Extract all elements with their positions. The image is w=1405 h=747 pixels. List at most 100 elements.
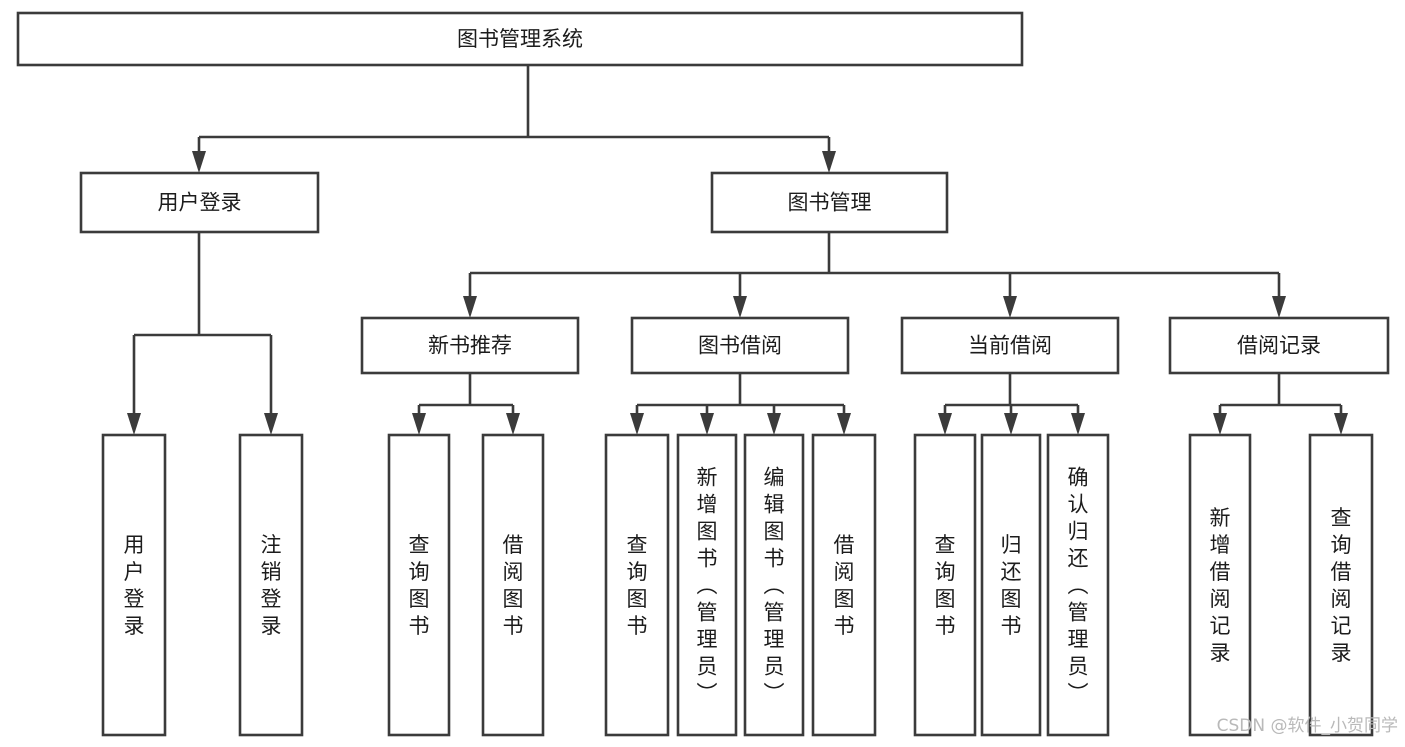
node-label-char: ︶ xyxy=(697,682,718,706)
tree-node-level3[interactable]: 新书推荐 xyxy=(360,316,580,375)
node-label-char: 书 xyxy=(834,614,855,638)
node-label-char: 询 xyxy=(1331,533,1352,557)
node-label-char: 借 xyxy=(834,533,855,557)
node-label-char: 理 xyxy=(697,628,718,652)
node-label-char: 借 xyxy=(1210,560,1231,584)
node-label-char: 还 xyxy=(1001,560,1022,584)
tree-node-level2[interactable]: 图书管理 xyxy=(710,171,949,234)
tree-node-level3[interactable]: 借阅记录 xyxy=(1168,316,1390,375)
node-box[interactable] xyxy=(1046,433,1110,737)
node-label-char: 销 xyxy=(261,560,282,584)
node-box[interactable] xyxy=(811,433,877,737)
node-box[interactable] xyxy=(1308,433,1374,737)
node-label-char: 注 xyxy=(261,533,282,557)
connector-group xyxy=(463,232,1286,318)
connector-group xyxy=(630,373,851,435)
node-label-char: 归 xyxy=(1001,533,1022,557)
node-label-char: 图 xyxy=(834,587,855,611)
node-label-char: ︵ xyxy=(1068,574,1089,598)
connector-group xyxy=(192,65,836,173)
node-label-char: 编 xyxy=(764,466,785,490)
node-box[interactable] xyxy=(710,171,949,234)
node-label-char: 管 xyxy=(1068,601,1089,625)
node-label-char: 阅 xyxy=(1210,587,1231,611)
node-label-char: 书 xyxy=(1001,614,1022,638)
node-label-char: 查 xyxy=(1331,506,1352,530)
node-label-char: 阅 xyxy=(503,560,524,584)
node-label-char: 图 xyxy=(935,587,956,611)
node-label-char: 询 xyxy=(935,560,956,584)
tree-node-level2[interactable]: 用户登录 xyxy=(79,171,320,234)
node-label-char: 登 xyxy=(124,587,145,611)
tree-node-root[interactable]: 图书管理系统 xyxy=(16,11,1024,67)
arrow-head-icon xyxy=(630,413,644,435)
arrow-head-icon xyxy=(127,413,141,435)
node-box[interactable] xyxy=(1168,316,1390,375)
node-label: 用户登录 xyxy=(158,191,242,215)
node-box[interactable] xyxy=(360,316,580,375)
node-box[interactable] xyxy=(1188,433,1252,737)
node-box[interactable] xyxy=(238,433,304,737)
arrow-head-icon xyxy=(1213,413,1227,435)
node-box[interactable] xyxy=(101,433,167,737)
node-label-char: 查 xyxy=(935,533,956,557)
node-label-char: 阅 xyxy=(1331,587,1352,611)
node-box[interactable] xyxy=(387,433,451,737)
node-box[interactable] xyxy=(980,433,1042,737)
node-box[interactable] xyxy=(604,433,670,737)
node-label-char: 图 xyxy=(1001,587,1022,611)
node-label-char: 还 xyxy=(1068,547,1089,571)
node-label-char: 增 xyxy=(1210,533,1231,557)
node-box[interactable] xyxy=(913,433,977,737)
arrow-head-icon xyxy=(506,413,520,435)
arrow-head-icon xyxy=(822,151,836,173)
node-box[interactable] xyxy=(481,433,545,737)
node-label-char: ︶ xyxy=(764,682,785,706)
node-label-char: 书 xyxy=(697,547,718,571)
connector-group xyxy=(412,373,520,435)
arrow-head-icon xyxy=(463,296,477,318)
node-label-char: 书 xyxy=(935,614,956,638)
tree-node-level3[interactable]: 图书借阅 xyxy=(630,316,850,375)
connector-group xyxy=(127,232,278,435)
node-label-char: 归 xyxy=(1068,520,1089,544)
node-label-char: 管 xyxy=(697,601,718,625)
arrow-head-icon xyxy=(938,413,952,435)
tree-node-level3[interactable]: 当前借阅 xyxy=(900,316,1120,375)
node-label-char: 员 xyxy=(1068,655,1089,679)
node-label-char: 辑 xyxy=(764,493,785,517)
node-label-char: 书 xyxy=(503,614,524,638)
node-box[interactable] xyxy=(676,433,738,737)
node-label-char: 录 xyxy=(124,614,145,638)
node-box[interactable] xyxy=(630,316,850,375)
node-label: 图书借阅 xyxy=(698,334,782,358)
node-label-char: ︶ xyxy=(1068,682,1089,706)
node-label-char: 认 xyxy=(1068,493,1089,517)
connector-group xyxy=(938,373,1085,435)
node-label-char: 书 xyxy=(409,614,430,638)
node-box[interactable] xyxy=(79,171,320,234)
node-label-char: 图 xyxy=(409,587,430,611)
node-label-char: 新 xyxy=(697,466,718,490)
node-box[interactable] xyxy=(16,11,1024,67)
node-box[interactable] xyxy=(900,316,1120,375)
node-label-char: 借 xyxy=(1331,560,1352,584)
tree-node-leaf[interactable]: 用户登录 xyxy=(101,433,167,737)
nodes-layer: 图书管理系统用户登录图书管理新书推荐图书借阅当前借阅借阅记录用户登录注销登录查询… xyxy=(16,11,1390,737)
node-box[interactable] xyxy=(743,433,805,737)
arrow-head-icon xyxy=(1272,296,1286,318)
